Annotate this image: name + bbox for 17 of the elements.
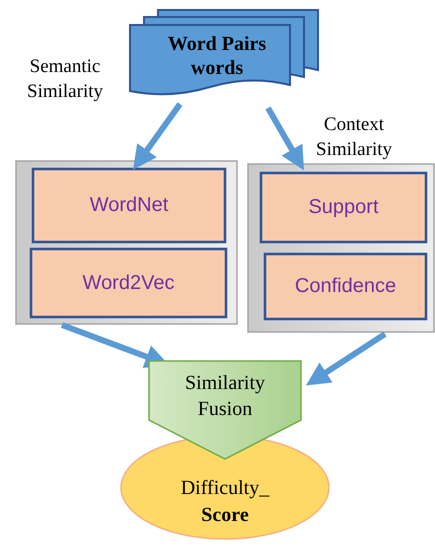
method-label: Word2Vec: [82, 272, 174, 294]
group-panel: [247, 163, 435, 333]
arrow: [306, 331, 387, 386]
method-box: [260, 172, 427, 243]
method-box: [32, 168, 226, 243]
method-box: [264, 253, 427, 320]
node-label: Difficulty_ Score: [180, 476, 270, 528]
arrow: [133, 102, 182, 170]
method-label: WordNet: [90, 194, 168, 217]
method-box: [30, 248, 227, 318]
method-label: Support: [308, 196, 379, 219]
arrow: [265, 106, 304, 170]
fusion-pentagon: [148, 360, 302, 460]
method-label: Confidence: [294, 275, 396, 298]
node-label: Word Pairs words: [166, 32, 268, 80]
group-panel: [15, 160, 238, 325]
node-label: Similarity Fusion: [184, 371, 266, 422]
